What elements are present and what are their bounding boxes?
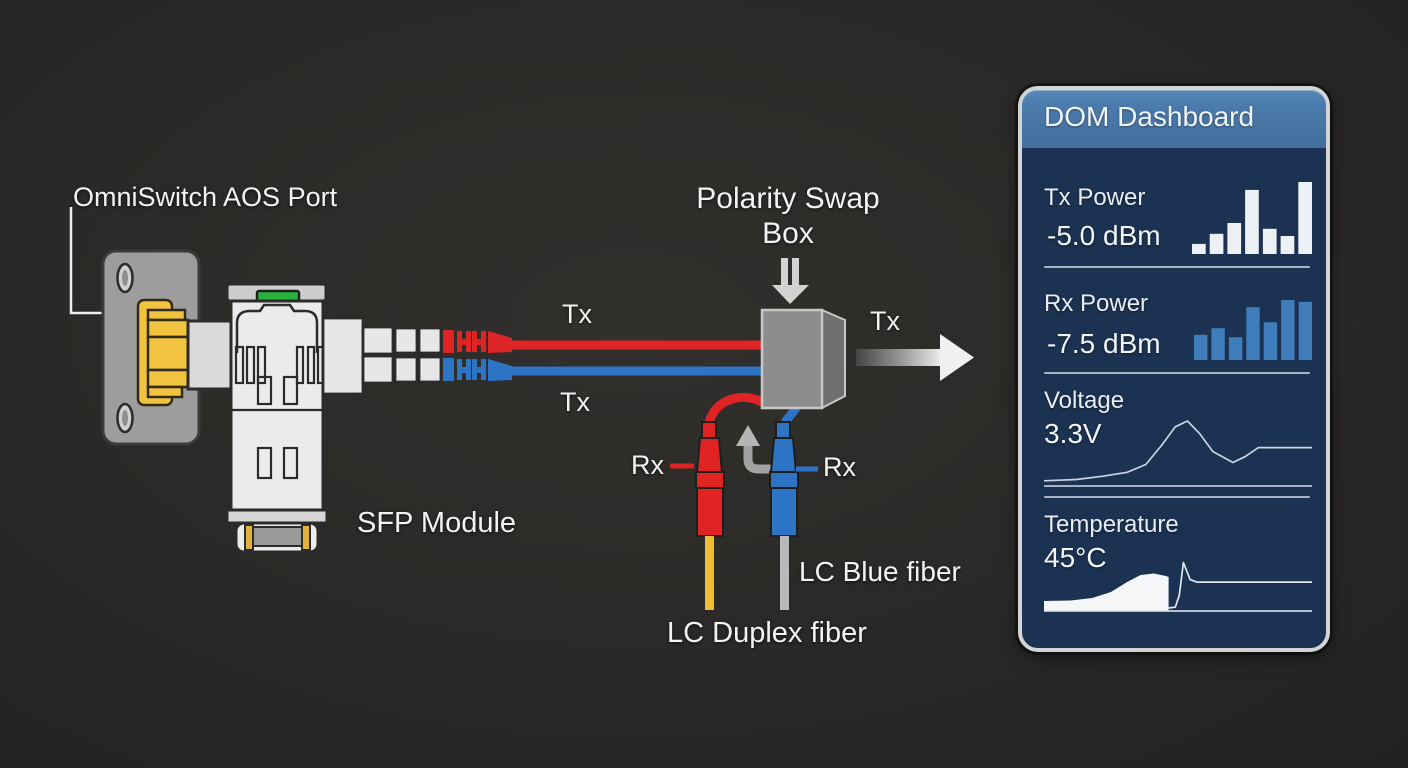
- separator: [1044, 496, 1310, 498]
- voltage-label: Voltage: [1044, 387, 1125, 414]
- yellow-fiber-tail: [705, 536, 714, 610]
- voltage-line-chart: [1044, 420, 1312, 487]
- voltage-value: 3.3V: [1044, 418, 1102, 449]
- tx-red-strand: [443, 330, 766, 353]
- separator: [1044, 372, 1310, 374]
- polarity-swap-line1: Polarity Swap: [696, 182, 880, 215]
- down-arrow-icon: [772, 258, 809, 304]
- rx-power-label: Rx Power: [1044, 290, 1149, 317]
- lc-blue-fiber-label: LC Blue fiber: [799, 556, 961, 587]
- sfp-module: [225, 282, 329, 554]
- temperature-label: Temperature: [1044, 511, 1179, 538]
- tx-top-label: Tx: [562, 299, 592, 329]
- tx-power-value: -5.0 dBm: [1047, 220, 1161, 251]
- gray-fiber-tail: [780, 536, 789, 610]
- sfp-module-label: SFP Module: [357, 507, 517, 539]
- sfp-gold-pin-right: [301, 524, 311, 551]
- polarity-swap-box: [760, 308, 846, 410]
- blue-lc-connector: [769, 421, 799, 537]
- rx-left-label: Rx: [631, 450, 664, 480]
- aos-port-connector: [136, 298, 192, 407]
- port-stub: [186, 319, 238, 391]
- dashboard-title: DOM Dashboard: [1044, 101, 1255, 132]
- tx-power-bar-chart: [1192, 182, 1312, 254]
- rx-blue-strand: [443, 358, 766, 381]
- dashboard-header: DOM Dashboard: [1022, 90, 1326, 148]
- port-label: OmniSwitch AOS Port: [73, 182, 338, 212]
- tx-output-arrow-icon: [856, 334, 974, 381]
- tx-out-label: Tx: [870, 306, 900, 336]
- sfp-gold-pin-left: [244, 524, 254, 551]
- temperature-area-chart: [1044, 561, 1312, 612]
- rx-power-bar-chart: [1194, 300, 1312, 360]
- rx-right-label: Rx: [823, 452, 856, 482]
- lc-duplex-connector: [321, 316, 443, 396]
- separator: [1044, 266, 1310, 268]
- tx-bottom-label: Tx: [560, 387, 590, 417]
- polarity-swap-box-label: Polarity Swap Box: [672, 182, 904, 251]
- lc-duplex-fiber-label: LC Duplex fiber: [667, 617, 867, 649]
- red-lc-connector: [695, 421, 725, 537]
- swap-up-arrow-icon: [736, 425, 773, 474]
- tx-power-label: Tx Power: [1044, 184, 1146, 211]
- rx-power-value: -7.5 dBm: [1047, 328, 1161, 359]
- polarity-swap-line2: Box: [762, 216, 814, 250]
- temperature-value: 45°C: [1044, 542, 1107, 573]
- dom-dashboard-panel: DOM Dashboard Tx Power -5.0 dBm Rx Power…: [1018, 86, 1330, 652]
